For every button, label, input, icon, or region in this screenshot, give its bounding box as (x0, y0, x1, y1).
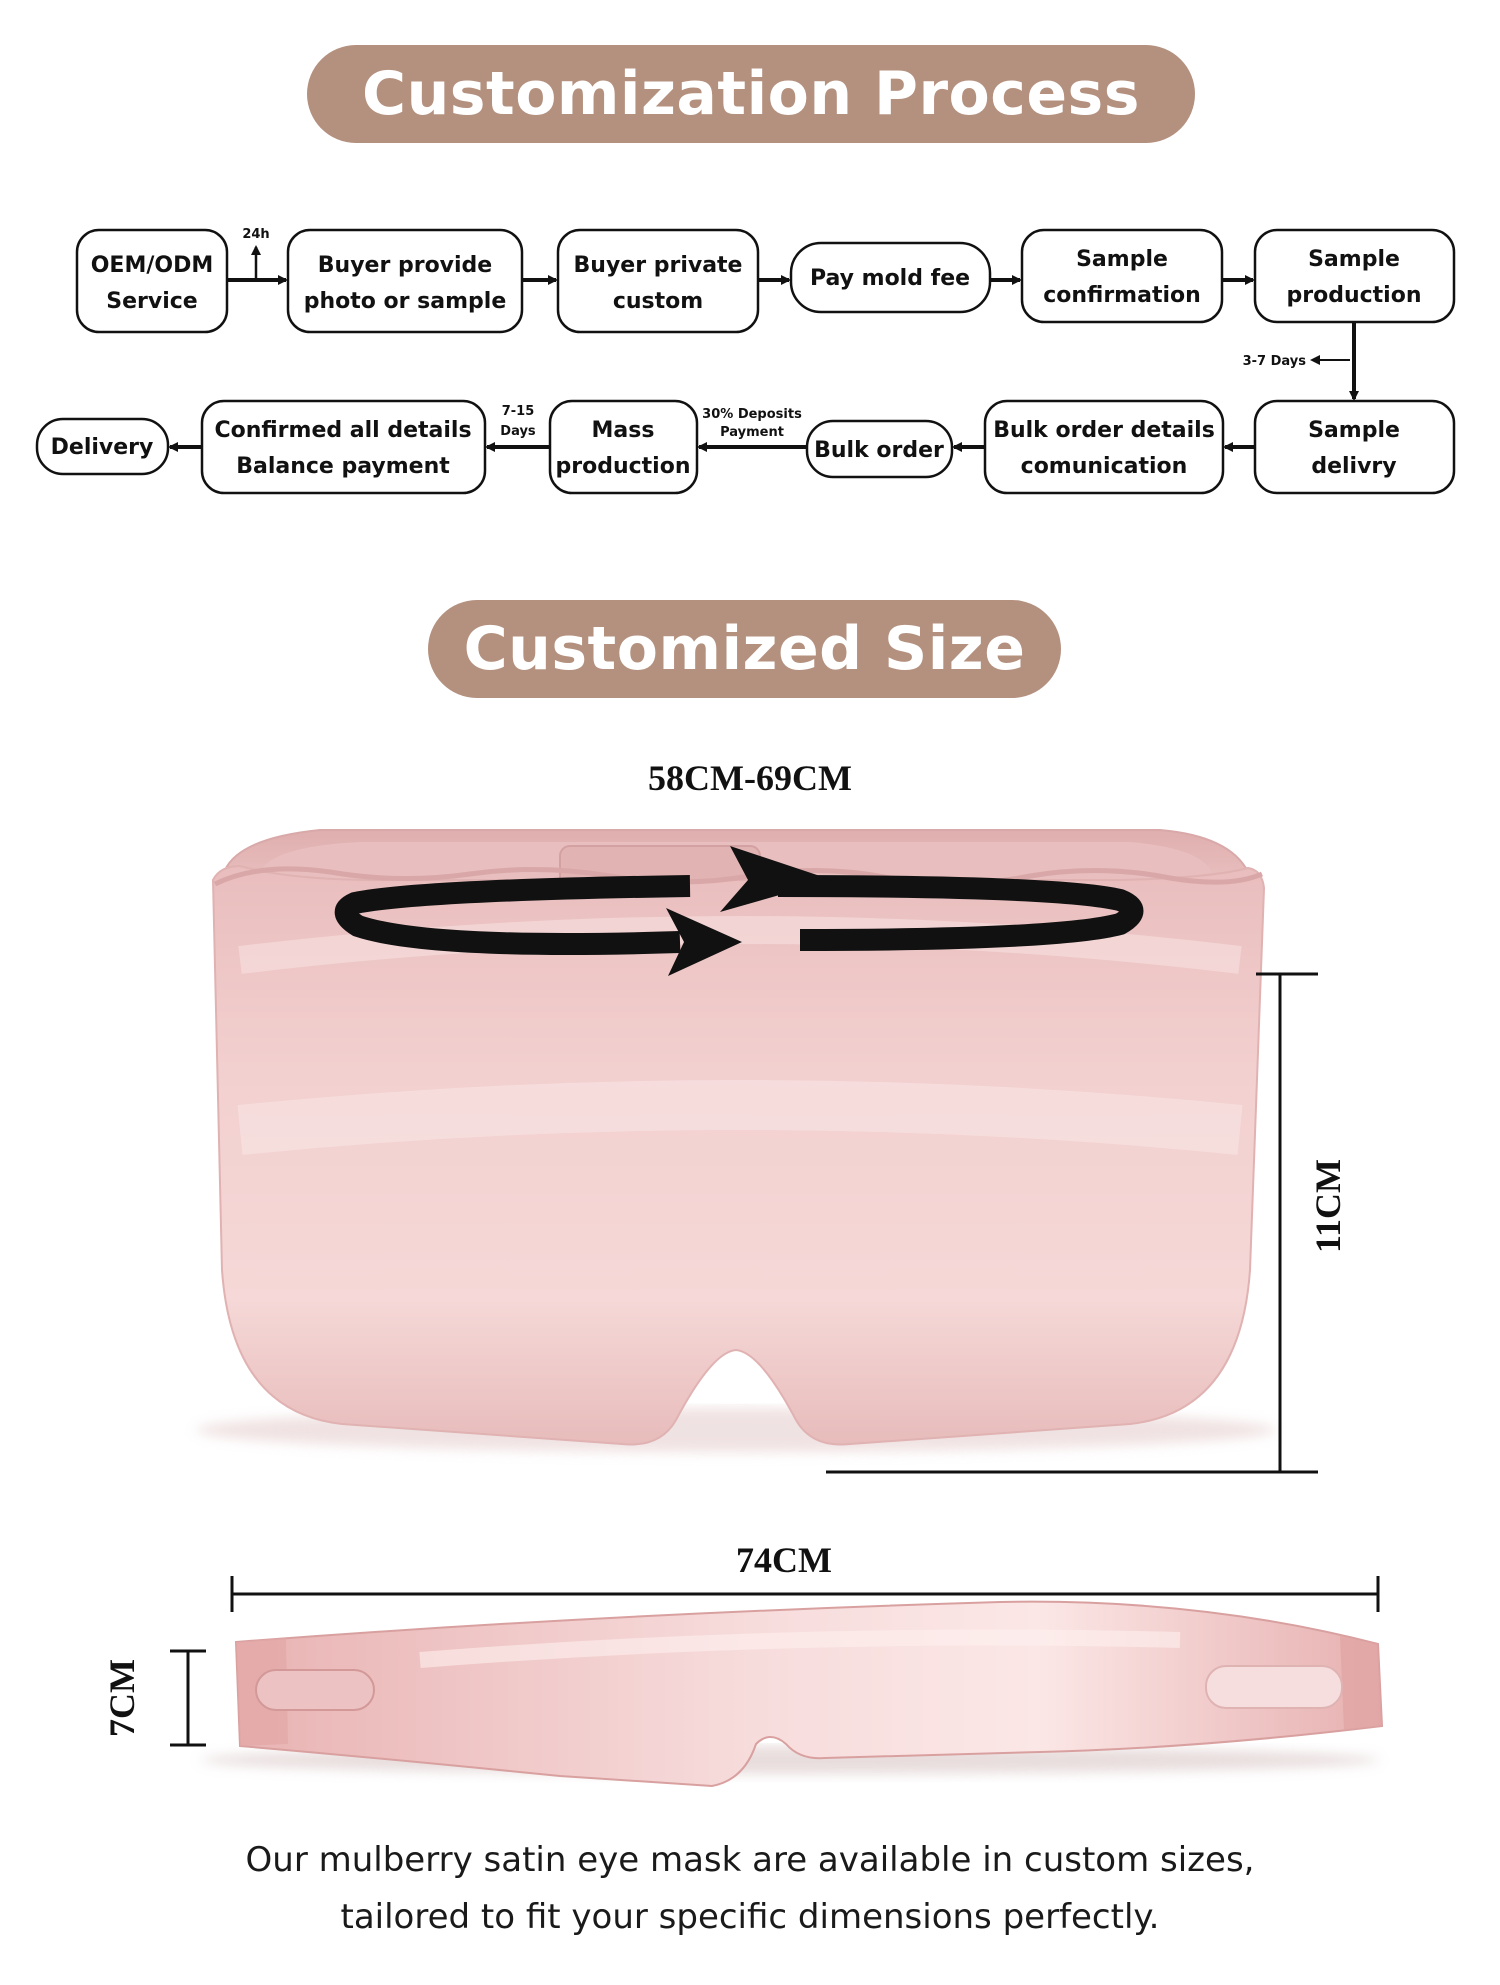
step-mold-line1: Pay mold fee (810, 266, 970, 291)
step-mass-production: Mass production (548, 399, 699, 495)
step-sample-prod-line2: production (1287, 283, 1422, 308)
step-pay-mold-fee: Pay mold fee (789, 241, 992, 314)
strap-height-label: 7CM (102, 1659, 142, 1737)
step-sample-production: Sample production (1253, 228, 1456, 324)
height-label: 11CM (1308, 1159, 1348, 1253)
step-confirmed-line1: Confirmed all details (214, 418, 471, 443)
step-sample-deliv-line1: Sample (1308, 418, 1400, 443)
length-label: 74CM (736, 1540, 832, 1580)
eye-mask-front-image (196, 829, 1276, 1452)
size-title: Customized Size (463, 614, 1026, 684)
size-title-banner: Customized Size (428, 600, 1061, 698)
step-sample-conf-line1: Sample (1076, 247, 1168, 272)
step-sample-deliv-line2: delivry (1311, 454, 1396, 479)
step-bulk-order-details: Bulk order details comunication (983, 399, 1225, 495)
note-7-15-line2: Days (500, 424, 536, 439)
strap-height-dimension-line (170, 1649, 206, 1747)
rotation-arrows (334, 846, 1144, 976)
step-delivery-line1: Delivery (51, 435, 154, 460)
step-private-line1: Buyer private (574, 253, 743, 278)
length-dimension-line (230, 1576, 1380, 1612)
step-sample-confirmation: Sample confirmation (1020, 228, 1224, 324)
step-oem-line1: OEM/ODM (91, 253, 214, 278)
step-mass-line2: production (556, 454, 691, 479)
note-7-15-line1: 7-15 (502, 404, 535, 419)
step-oem-odm-service: OEM/ODM Service (75, 228, 229, 334)
step-mass-line1: Mass (592, 418, 655, 443)
flow-arrows (168, 275, 1359, 452)
caption-line-2: tailored to fit your specific dimensions… (340, 1897, 1160, 1937)
step-provide-line1: Buyer provide (318, 253, 492, 278)
step-bulk-order-line1: Bulk order (814, 438, 944, 463)
step-buyer-private-custom: Buyer private custom (556, 228, 760, 334)
note-3-7-days: 3-7 Days (1243, 354, 1307, 369)
step-bulk-details-line2: comunication (1021, 454, 1188, 479)
step-confirmed-balance: Confirmed all details Balance payment (200, 399, 487, 495)
process-title-banner: Customization Process (307, 45, 1195, 143)
rotation-arrow-head-right (666, 908, 742, 976)
note-deposit-line2: Payment (720, 425, 784, 440)
note-24h: 24h (242, 227, 269, 242)
step-bulk-details-line1: Bulk order details (993, 418, 1215, 443)
step-bulk-order: Bulk order (805, 419, 954, 479)
step-delivery: Delivery (35, 417, 170, 476)
step-oem-line2: Service (106, 289, 197, 314)
step-buyer-provide: Buyer provide photo or sample (286, 228, 524, 334)
step-sample-prod-line1: Sample (1308, 247, 1400, 272)
step-sample-delivery: Sample delivry (1253, 399, 1456, 495)
step-private-line2: custom (613, 289, 703, 314)
eye-mask-flat-image (200, 1600, 1384, 1788)
height-dimension-line (826, 972, 1318, 1474)
note-deposit-line1: 30% Deposits (702, 407, 802, 422)
step-sample-conf-line2: confirmation (1043, 283, 1201, 308)
circumference-label: 58CM-69CM (648, 758, 852, 798)
step-confirmed-line2: Balance payment (236, 454, 450, 479)
step-provide-line2: photo or sample (304, 289, 507, 314)
caption-line-1: Our mulberry satin eye mask are availabl… (245, 1840, 1255, 1880)
process-title: Customization Process (362, 59, 1140, 129)
rotation-arrow-head-left (720, 846, 832, 912)
